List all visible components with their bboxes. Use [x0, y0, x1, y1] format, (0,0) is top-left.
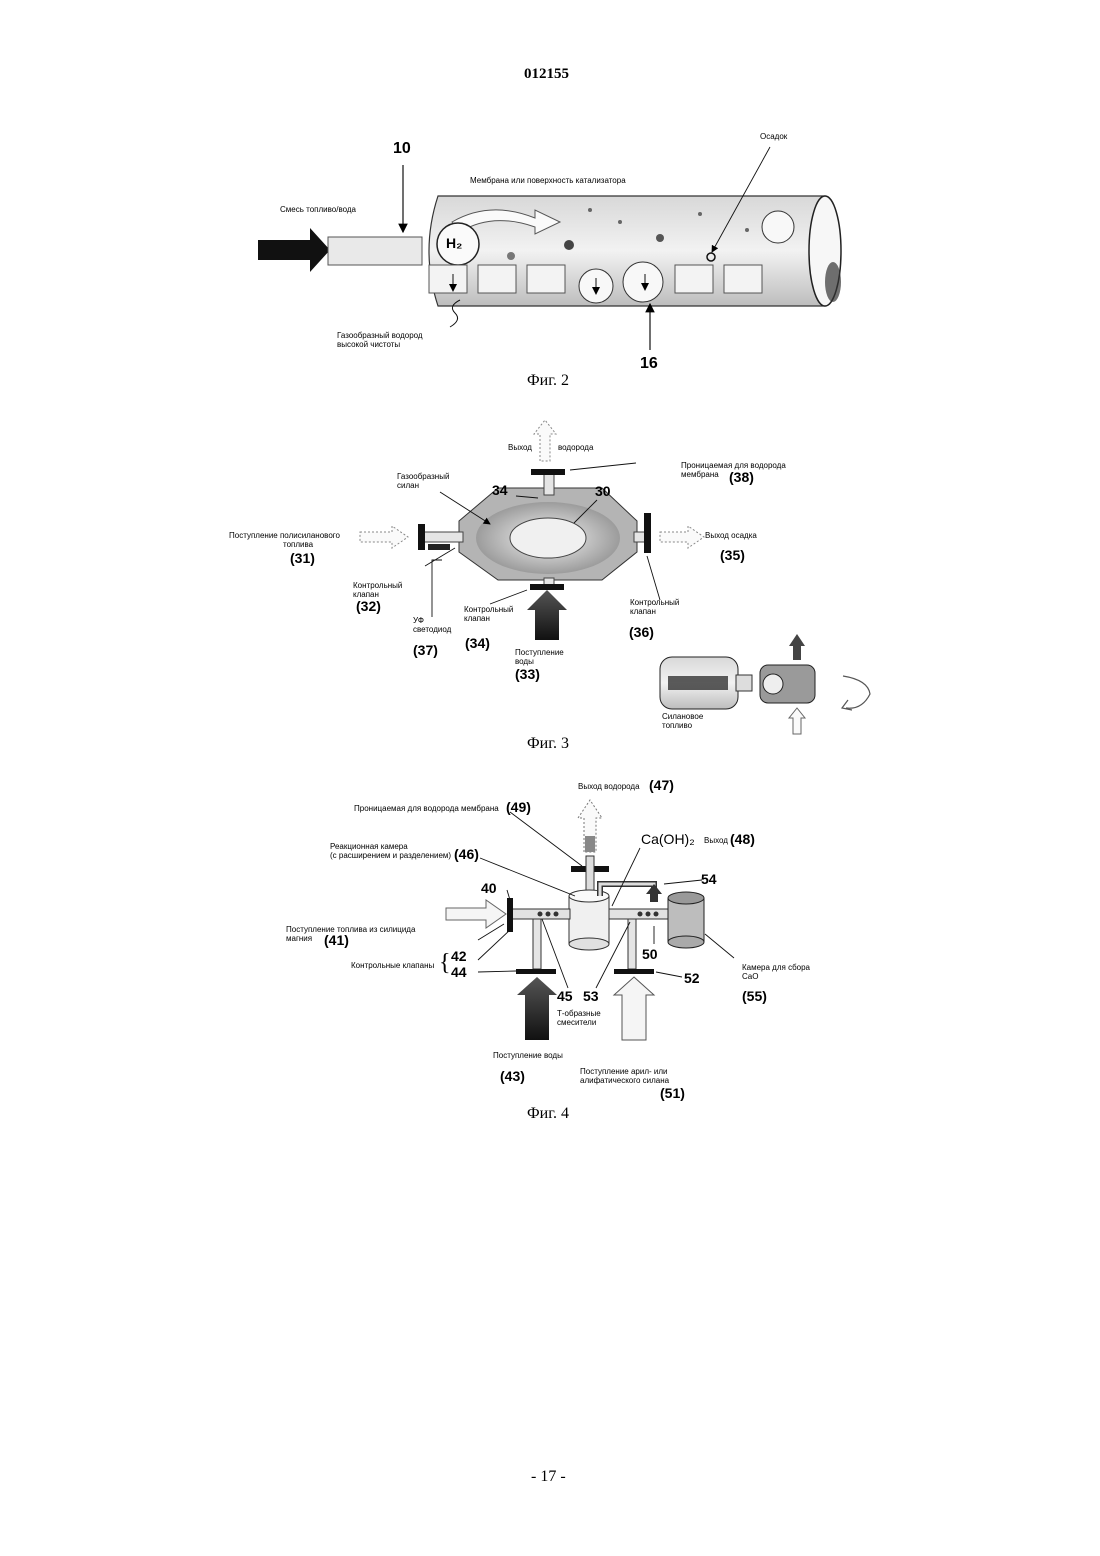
fig3-valve-34: [530, 584, 564, 590]
fig3-valve-32: [418, 524, 425, 550]
fig4-n52: 52: [684, 970, 700, 986]
fig2-inlet-pipe: [328, 237, 422, 265]
fig4-n47: (47): [649, 777, 674, 793]
fig4-n48: (48): [730, 831, 755, 847]
fig4-hydrogen-out-label: Выход водорода: [578, 782, 640, 791]
fig4-brace: {: [439, 950, 451, 976]
fig3-silane-fuel-label: Силановое топливо: [662, 712, 703, 730]
fig4-fuel-in-arrow: [446, 900, 506, 928]
fig2-h2-label: H₂: [446, 235, 462, 251]
fig3-n34-top: 34: [492, 482, 508, 498]
fig3-precipitate-out-arrow: [660, 526, 704, 548]
fig4-membrane-label: Проницаемая для водорода мембрана: [354, 804, 499, 813]
fig4-n55: (55): [742, 988, 767, 1004]
fig3-n30: 30: [595, 483, 611, 499]
fig3-valve-36: [644, 513, 651, 553]
fig4-valve-40: [507, 898, 513, 932]
fig4-water-in-label: Поступление воды: [493, 1051, 563, 1060]
fig4-tmixers-label: Т-образные смесители: [557, 1009, 601, 1027]
fig3-n36: (36): [629, 624, 654, 640]
fig4-caoh2-label: Ca(OH)₂: [641, 831, 695, 847]
fig4-n51: (51): [660, 1085, 685, 1101]
fig3-hydrogen-out-arrow: [534, 420, 556, 461]
fig3-n38: (38): [729, 469, 754, 485]
fig2-label-16: 16: [640, 355, 658, 373]
fig4-n44: 44: [451, 964, 467, 980]
fig4-n50: 50: [642, 946, 658, 962]
fig4-water-in-arrow: [517, 977, 557, 1040]
fig4-n40: 40: [481, 880, 497, 896]
fig4-n54: 54: [701, 871, 717, 887]
fig4-silane-in-arrow: [614, 977, 654, 1040]
fig4-cao-chamber: [668, 898, 704, 942]
fig3-membrane-38: [531, 469, 565, 475]
fig4-valves-label: Контрольные клапаны: [351, 961, 434, 970]
fig2-label-10: 10: [393, 140, 411, 158]
fig3-hydrogen-out-a: Выход: [508, 443, 532, 452]
fig4-caption: Фиг. 4: [527, 1105, 569, 1123]
fig3-n33: (33): [515, 666, 540, 682]
fig4-fuel-in-label: Поступление топлива из силицида магния: [286, 925, 415, 943]
fig3-hydrogen-out-b: водорода: [558, 443, 593, 452]
fig4-out-label: Выход: [704, 836, 728, 845]
fig4-reaction-chamber: [569, 896, 609, 944]
fig3-silane-gas-label: Газообразный силан: [397, 472, 449, 490]
page-number: - 17 -: [531, 1468, 566, 1486]
fig4-n45: 45: [557, 988, 573, 1004]
fig4-n42: 42: [451, 948, 467, 964]
fig4-valve-42-44: [516, 969, 556, 974]
fig3-n34: (34): [465, 635, 490, 651]
fig4-silane-in-label: Поступление арил- или алифатического сил…: [580, 1067, 669, 1085]
fig3-valve-c-label: Контрольный клапан: [630, 598, 679, 616]
fig3-n35: (35): [720, 547, 745, 563]
document-number: 012155: [524, 66, 569, 83]
fig3-n37: (37): [413, 642, 438, 658]
fig3-water-in-arrow: [527, 590, 567, 640]
fig3-n32: (32): [356, 598, 381, 614]
fig3-fuel-in-arrow: [360, 526, 408, 548]
fig4-cao-chamber-label: Камера для сбора CaO: [742, 963, 810, 981]
fig4-n41: (41): [324, 932, 349, 948]
fig3-valve-b-label: Контрольный клапан: [464, 605, 513, 623]
fig3-uv-led-label: УФ светодиод: [413, 616, 451, 634]
fig2-input-arrow: [258, 228, 330, 272]
fig3-diagram: [360, 420, 870, 734]
fig2-fuel-water-label: Смесь топливо/вода: [280, 205, 356, 214]
fig3-n31: (31): [290, 550, 315, 566]
fig3-precipitate-out-label: Выход осадка: [705, 531, 757, 540]
fig2-hydrogen-gas-label: Газообразный водород высокой чистоты: [337, 331, 423, 349]
fig2-caption: Фиг. 2: [527, 372, 569, 390]
fig4-n46: (46): [454, 846, 479, 862]
fig2-precipitate-label: Осадок: [760, 132, 787, 141]
fig4-n53: 53: [583, 988, 599, 1004]
fig4-chamber-label: Реакционная камера (с расширением и разд…: [330, 842, 451, 860]
fig3-water-in-label: Поступление воды: [515, 648, 564, 666]
fig2-membrane-label: Мембрана или поверхность катализатора: [470, 176, 626, 185]
fig4-n43: (43): [500, 1068, 525, 1084]
fig3-polysilane-in-label: Поступление полисиланового топлива: [229, 531, 340, 549]
fig3-valve-a-label: Контрольный клапан: [353, 581, 402, 599]
fig3-caption: Фиг. 3: [527, 735, 569, 753]
fig4-n49: (49): [506, 799, 531, 815]
fig4-valve-52: [614, 969, 654, 974]
